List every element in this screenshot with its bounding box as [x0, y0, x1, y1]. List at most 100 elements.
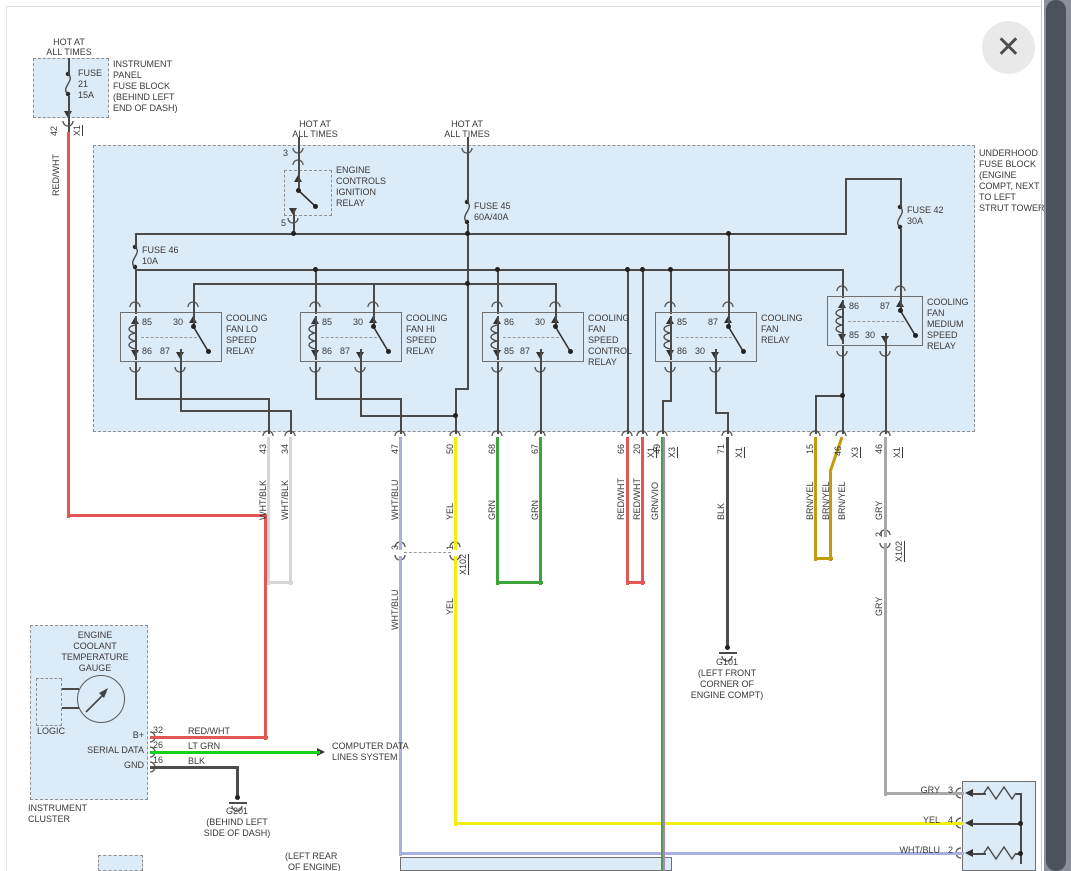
page-left-edge [6, 6, 7, 871]
resistor_block-pins-1-num: 4 [948, 815, 954, 825]
circuit-line [670, 316, 672, 360]
junction-dot [552, 323, 558, 329]
grounds-g101-desc_lines-2: ENGINE COMPT) [690, 690, 764, 700]
underhood_block-relays-0-pin_bl: 86 [142, 346, 153, 356]
wire-blk [236, 767, 239, 797]
bottom_partial_label-lines-1: OF ENGINE) [288, 862, 341, 871]
circuit-line [900, 296, 902, 311]
close-button[interactable]: ✕ [982, 21, 1035, 74]
underhood_block-relays-3-pin_bl: 86 [677, 346, 688, 356]
wire-grn [539, 437, 542, 585]
symbol-path [65, 73, 71, 95]
x102-pin_yel: 1 [445, 544, 455, 550]
underhood-fuse-block-box [93, 145, 975, 432]
underhood_block-relays-4-pin_bl: 85 [849, 330, 860, 340]
underhood_block-relays-0-name_lines-1: FAN LO [226, 324, 259, 334]
symbol-path [663, 324, 671, 350]
underhood_block-relays-3-name_lines-2: RELAY [761, 335, 790, 345]
underhood_block-fuse46-amps: 10A [142, 256, 159, 266]
junction-dot [295, 187, 301, 193]
wire-blk [150, 766, 239, 769]
junction-dot [464, 280, 470, 286]
junction-dot [725, 323, 731, 329]
circuit-line [315, 398, 402, 400]
underhood_block-relays-2-name_lines-2: SPEED [588, 335, 619, 345]
symbol-path [835, 308, 843, 334]
underhood_block-relays-0-pin_tr: 30 [173, 317, 184, 327]
wire-yel [455, 822, 964, 825]
circuit-line [360, 362, 362, 417]
circuit-line [815, 395, 844, 397]
underhood_block-relays-4-pin_tl: 86 [849, 301, 860, 311]
circuit-line [62, 707, 79, 709]
instrument_cluster-label_lines-0: INSTRUMENT [28, 803, 87, 813]
instrument_cluster-pins-0-name: B+ [132, 730, 144, 740]
underhood_block-desc_lines-0: UNDERHOOD [979, 148, 1039, 158]
exit_wires-6-pin: 66 [616, 443, 626, 454]
wire-whtblk [267, 437, 270, 585]
underhood_block-relays-2-name_lines-0: COOLING [588, 313, 630, 323]
wire-brnyel [815, 557, 833, 560]
ip_fuse_block-desc_lines-0: INSTRUMENT [113, 59, 172, 69]
dashed-line [503, 337, 559, 338]
instrument_cluster-pins-2-wire: BLK [188, 756, 206, 766]
circuit-line [845, 178, 902, 180]
circuit-line [842, 300, 844, 344]
underhood_block-desc_lines-4: TO LEFT [979, 192, 1016, 202]
circuit-line [627, 269, 629, 434]
underhood_block-hot_lines-0: HOT AT [299, 119, 331, 129]
symbol-path [983, 845, 1017, 861]
circuit-line [360, 415, 457, 417]
circuit-line [373, 312, 375, 327]
wire-yel [454, 556, 457, 826]
ip_fuse_block-hot_lines-0: HOT AT [53, 37, 85, 47]
symbol-path [899, 309, 916, 336]
circuit-line [135, 362, 137, 400]
instrument_cluster-gauge_lines-3: GAUGE [78, 663, 112, 673]
exit_wires-11-connector: X3 [850, 446, 860, 458]
temperature-gauge-dial [77, 675, 125, 723]
circuit-line [842, 346, 844, 434]
underhood_block-relays-0-name_lines-2: SPEED [226, 335, 257, 345]
circuit-line [972, 793, 986, 795]
symbol-path [372, 325, 389, 352]
resistor_block-pins-1-wire: YEL [922, 815, 940, 825]
underhood_block-hot_lines-1: ALL TIMES [444, 129, 490, 139]
symbol-path [983, 785, 1017, 801]
exit_wires-9-color_label: BLK [716, 502, 726, 520]
junction-dot [370, 323, 376, 329]
exit_wires-10-pin: 15 [805, 443, 815, 454]
exit_wires-4-pin: 68 [487, 443, 497, 454]
ip_fuse_block-desc_lines-3: (BEHIND LEFT [113, 92, 175, 102]
junction-dot [205, 348, 211, 354]
wire-whtblu [400, 852, 964, 855]
underhood_block-relays-1-pin_br: 87 [340, 346, 351, 356]
relay-box [120, 312, 222, 362]
circuit-line [298, 137, 300, 172]
underhood_block-relays-1-name_lines-3: RELAY [406, 346, 435, 356]
circuit-line [842, 269, 844, 298]
underhood_block-relays-4-name_lines-3: SPEED [927, 330, 958, 340]
exit_wires-7-connector: X1 [646, 446, 656, 458]
underhood_block-relays-3-pin_tl: 85 [677, 317, 688, 327]
grounds-g201-desc_lines-1: SIDE OF DASH) [203, 828, 271, 838]
wire-redwht [626, 437, 629, 585]
underhood_block-relays-4-name_lines-0: COOLING [927, 297, 969, 307]
underhood_block-fuse42-amps: 30A [907, 216, 924, 226]
underhood_block-relays-2-name_lines-1: FAN [588, 324, 606, 334]
circuit-line [972, 823, 1022, 825]
computer_data_lines-lines-1: LINES SYSTEM [332, 752, 398, 762]
exit_wires-1-pin: 34 [280, 443, 290, 454]
scrollbar-thumb[interactable] [1046, 0, 1066, 871]
underhood_block-ignition_relay-name_lines-0: ENGINE [336, 165, 371, 175]
ip_fuse_block-wire_label: RED/WHT [51, 154, 61, 196]
dashed-line [848, 321, 904, 322]
arrowhead [965, 849, 973, 857]
underhood_block-relays-2-pin_br: 87 [520, 346, 531, 356]
circuit-line [555, 283, 557, 314]
circuit-line [715, 349, 717, 364]
wire-red [67, 132, 70, 518]
underhood_block-relays-0-name_lines-0: COOLING [226, 313, 268, 323]
circuit-line [315, 269, 317, 314]
